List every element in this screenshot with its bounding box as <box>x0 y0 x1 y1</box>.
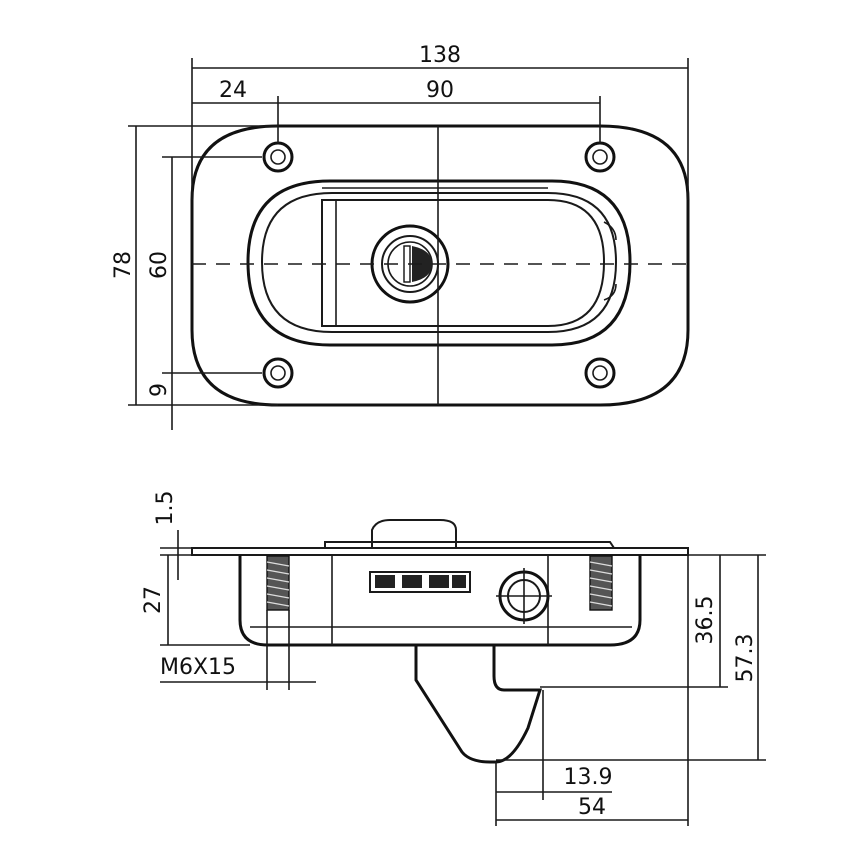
dim-hole-spacing-y: 60 <box>147 156 262 374</box>
dim-cam-width: 13.9 <box>495 690 613 826</box>
mounting-hole-top-right <box>584 141 616 173</box>
dim-label-36-5: 36.5 <box>693 596 718 645</box>
dim-label-78: 78 <box>111 251 136 279</box>
dim-hole-spacing-x: 24 90 <box>192 78 601 143</box>
dim-label-57-3: 57.3 <box>733 634 758 683</box>
dim-label-1-5: 1.5 <box>153 491 178 526</box>
recess-outline <box>246 179 632 347</box>
dim-label-9: 9 <box>147 383 172 397</box>
recess-notch-top <box>603 221 617 241</box>
stud-right <box>589 555 613 611</box>
top-view: 138 24 90 78 60 9 <box>111 43 690 430</box>
recess-notch-bottom <box>603 283 617 301</box>
side-view: 1.5 27 M6X15 36.5 57.3 <box>141 491 766 826</box>
stud-left <box>266 555 290 611</box>
dim-label-60: 60 <box>147 251 172 279</box>
dim-label-138: 138 <box>419 43 461 68</box>
flange <box>191 547 689 556</box>
dim-label-m6x15: M6X15 <box>160 655 236 680</box>
dim-overall-height: 78 <box>111 125 278 406</box>
dim-label-27: 27 <box>141 586 166 614</box>
dim-flange-thickness: 1.5 <box>153 491 240 580</box>
dim-label-90: 90 <box>426 78 454 103</box>
dim-total-depth: 57.3 <box>496 555 766 761</box>
handle-outline <box>321 199 606 327</box>
cam <box>414 645 543 764</box>
dim-label-13-9: 13.9 <box>564 765 613 790</box>
slot-window <box>369 571 471 593</box>
top-plate-outline <box>190 124 690 407</box>
dim-overall-width: 138 <box>191 43 689 200</box>
dim-body-depth: 27 <box>141 555 250 646</box>
handle-bump <box>371 519 457 548</box>
dim-cam-drop: 36.5 <box>540 554 766 688</box>
dim-label-54: 54 <box>578 795 606 820</box>
mounting-hole-bottom-right <box>584 357 616 389</box>
handle-top-rail <box>324 541 615 549</box>
dim-cam-reach: 54 <box>496 555 689 826</box>
recess-inner-outline <box>260 192 618 333</box>
mounting-hole-bottom-left <box>262 357 294 389</box>
dim-thread: M6X15 <box>160 610 316 690</box>
mounting-hole-top-left <box>262 141 294 173</box>
body-outline <box>238 555 642 647</box>
dim-label-24: 24 <box>219 78 247 103</box>
dim-hole-edge-offset: 9 <box>147 373 173 430</box>
cylinder-side <box>496 568 552 624</box>
